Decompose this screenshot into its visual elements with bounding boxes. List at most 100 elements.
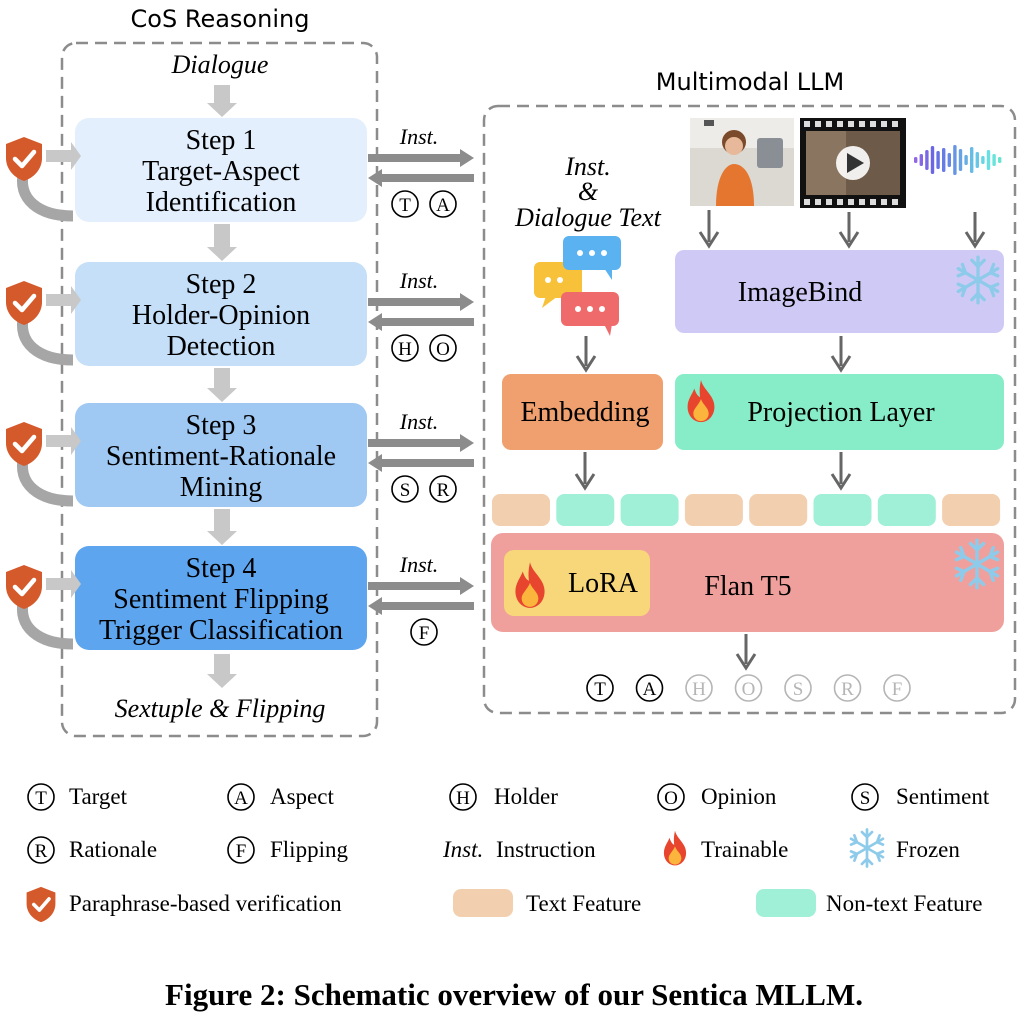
symbol-A: A [429, 190, 457, 218]
legend-rationale: R Rationale [27, 836, 157, 864]
svg-text:Opinion: Opinion [701, 784, 777, 809]
image-to-imagebind-arrow [698, 210, 720, 249]
mllm-panel-border [482, 104, 1017, 715]
video-thumbnail [800, 118, 906, 208]
audio-to-imagebind-arrow [964, 212, 986, 249]
step-2-text: Detection [167, 331, 276, 362]
inst-label: Inst. [399, 268, 439, 293]
return-arrow-left [368, 169, 474, 187]
symbol-S: S [391, 475, 419, 503]
legend-holder: H Holder [449, 783, 558, 811]
svg-text:S: S [400, 480, 411, 501]
verification-arrow [46, 286, 81, 314]
text-to-embedding-arrow [575, 336, 597, 373]
step-3-text: Step 3 [186, 410, 257, 441]
legend-instruction: Inst. Instruction [442, 837, 596, 862]
legend-shield-icon [25, 886, 57, 923]
svg-text:Aspect: Aspect [270, 784, 334, 809]
svg-text:H: H [692, 679, 706, 700]
embedding-to-tokens-arrow [574, 452, 596, 491]
svg-text:Rationale: Rationale [69, 837, 157, 862]
legend-frozen: Frozen [849, 828, 960, 868]
flow-arrow-output [207, 654, 237, 688]
verification-shield-icon [6, 565, 42, 609]
svg-text:Trainable: Trainable [701, 837, 788, 862]
text-input-label-inst: Inst. [564, 152, 611, 181]
flow-arrow-dialogue [207, 85, 237, 117]
svg-text:F: F [892, 679, 903, 700]
svg-text:O: O [664, 788, 678, 809]
legend-text-feature-swatch [453, 889, 513, 917]
legend-verification: Paraphrase-based verification [25, 886, 342, 923]
film-holes [804, 121, 898, 205]
chat-bubbles-icon [534, 236, 621, 336]
text-input-label-dialogue: Dialogue Text [514, 203, 661, 232]
verification-arrow [46, 570, 81, 598]
symbol-T: T [391, 190, 419, 218]
feature-token-row [492, 494, 1001, 526]
svg-text:S: S [793, 679, 804, 700]
imagebind-label: ImageBind [738, 277, 862, 308]
text-feature-token [942, 494, 1001, 526]
svg-text:A: A [234, 788, 248, 809]
svg-text:T: T [399, 195, 411, 216]
svg-text:H: H [456, 788, 470, 809]
step-3-box [75, 403, 367, 507]
audio-waveform-icon [914, 145, 1002, 175]
svg-text:Inst.: Inst. [442, 837, 483, 862]
imagebind-to-projection-arrow [830, 336, 852, 373]
inst-label: Inst. [399, 124, 439, 149]
multimodal-llm-title: Multimodal LLM [656, 68, 844, 96]
step-2-text: Step 2 [186, 269, 257, 300]
text-feature-token [684, 494, 743, 526]
return-arrow-left [368, 597, 474, 615]
step-2-text: Holder-Opinion [132, 300, 310, 331]
legend-trainable: Trainable [663, 830, 788, 866]
legend-opinion: O Opinion [657, 783, 777, 811]
flow-arrow-step-2 [207, 368, 237, 402]
symbol-R: R [429, 475, 457, 503]
svg-text:T: T [35, 788, 47, 809]
flow-arrow-step-3 [207, 509, 237, 545]
step-4-text: Sentiment Flipping [113, 584, 328, 615]
output-symbol-A: A [635, 674, 664, 702]
text-feature-token [749, 494, 808, 526]
image-thumbnail [690, 118, 794, 206]
step-1-box [75, 118, 367, 222]
step-4-text: Step 4 [186, 553, 257, 584]
inst-arrow-right [368, 577, 474, 595]
symbol-F: F [410, 618, 438, 646]
mllm-arrows [574, 210, 986, 671]
legend-aspect: A Aspect [227, 783, 334, 811]
svg-text:H: H [398, 339, 412, 360]
legend-sentiment: S Sentiment [851, 783, 990, 811]
verification-arrow [46, 142, 81, 170]
output-symbol-F: F [883, 674, 911, 702]
projection-to-tokens-arrow [830, 452, 852, 491]
text-input-label-amp: & [578, 177, 599, 206]
inst-label: Inst. [399, 552, 439, 577]
figure-caption: Figure 2: Schematic overview of our Sent… [165, 977, 863, 1012]
cos-reasoning-title: CoS Reasoning [131, 5, 310, 33]
svg-text:F: F [236, 841, 247, 862]
symbol-O: O [429, 334, 457, 362]
dialogue-input-label: Dialogue [171, 50, 269, 79]
output-symbol-H: H [685, 674, 713, 702]
svg-text:Frozen: Frozen [896, 837, 960, 862]
video-to-imagebind-arrow [838, 212, 860, 249]
svg-text:R: R [35, 841, 48, 862]
cos-title-backdrop [120, 2, 320, 36]
legend-snowflake-icon [849, 828, 885, 868]
return-arrow-left [368, 313, 474, 331]
projection-layer-block [675, 374, 1004, 450]
legend-flame-icon [663, 830, 687, 866]
svg-text:Sentiment: Sentiment [896, 784, 990, 809]
svg-text:O: O [436, 339, 450, 360]
svg-text:Target: Target [69, 784, 128, 809]
step-4-box [75, 546, 367, 650]
